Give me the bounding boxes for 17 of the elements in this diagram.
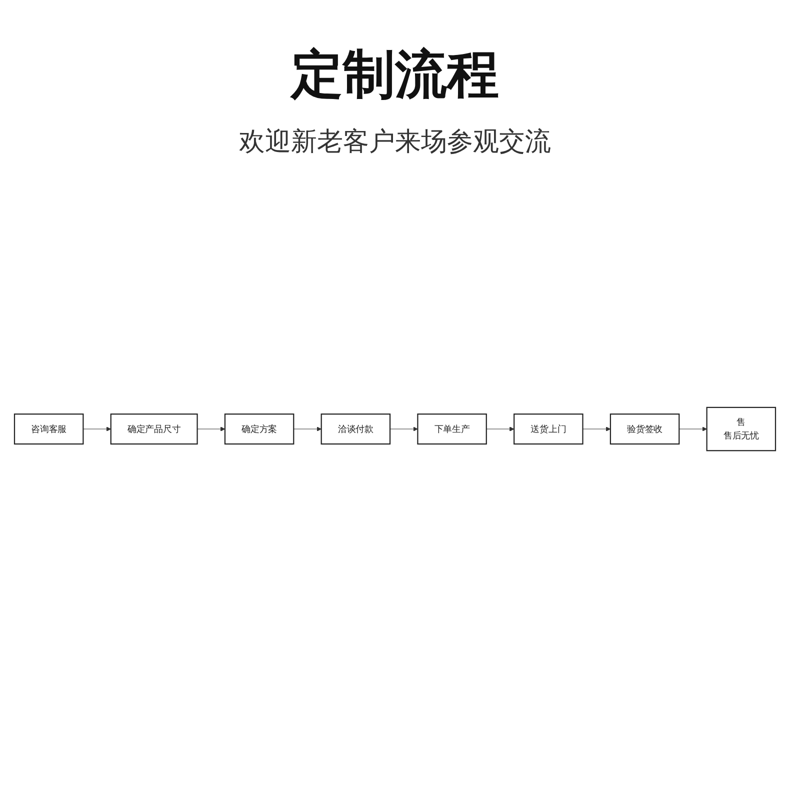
node-box: 送货上门 — [514, 414, 584, 444]
arrow — [582, 426, 611, 432]
node-box: 验货签收 — [610, 414, 680, 444]
arrow — [293, 426, 322, 432]
node-box: 下单生产 — [417, 414, 487, 444]
arrow — [82, 426, 112, 432]
title: 定制流程 — [289, 44, 500, 107]
node-box: 洽谈付款 — [320, 414, 391, 444]
subtitle: 欢迎新老客户来场参观交流 — [238, 126, 552, 159]
arrow — [390, 426, 418, 432]
node-box: 确定方案 — [224, 414, 294, 444]
arrow — [197, 426, 226, 432]
arrow — [486, 426, 514, 432]
node-box: 售 售后无忧 — [706, 406, 776, 452]
node-box: 咨询客服 — [14, 414, 84, 444]
node-box: 确定产品尺寸 — [110, 414, 198, 444]
arrow — [678, 426, 708, 432]
